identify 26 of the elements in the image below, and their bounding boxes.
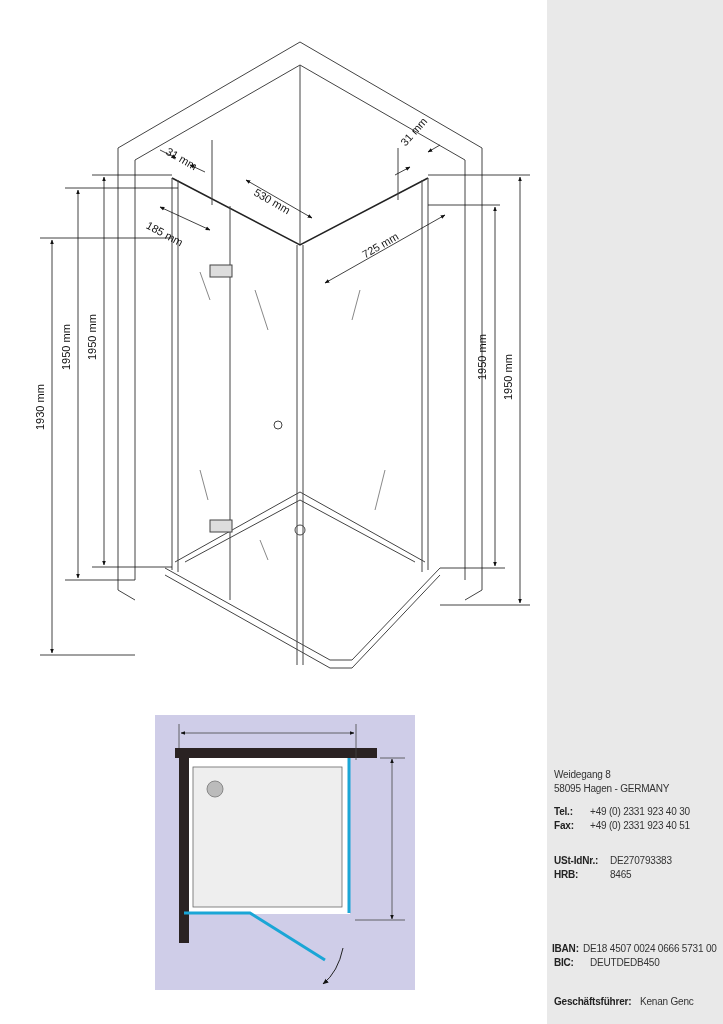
field-label: HRB: (554, 868, 579, 881)
dimension-label: 725 mm (360, 230, 401, 262)
field-label: USt-IdNr.: (554, 854, 599, 867)
dimension-label: 530 mm (251, 186, 293, 218)
dimension-label: 1950 mm (60, 324, 73, 370)
fax-number: +49 (0) 2331 923 40 51 (590, 819, 690, 832)
tax-id-text: DE270793383 (610, 854, 672, 867)
dimension-label: 1950 mm (476, 334, 489, 380)
bic-text: DEUTDEDB450 (590, 956, 660, 969)
address-text: 58095 Hagen - GERMANY (554, 782, 670, 795)
dimension-label: 1950 mm (502, 354, 515, 400)
iban-text: DE18 4507 0024 0666 5731 00 (583, 942, 717, 955)
field-label: Tel.: (554, 805, 573, 818)
field-label: Fax: (554, 819, 574, 832)
phone-number: +49 (0) 2331 923 40 30 (590, 805, 690, 818)
dimension-label: 31 mm (398, 115, 431, 149)
field-label: BIC: (554, 956, 574, 969)
dimension-label: 185 mm (143, 219, 186, 250)
dimension-label: 1930 mm (34, 384, 47, 430)
field-label: IBAN: (552, 942, 579, 955)
dimension-label: 1950 mm (86, 314, 99, 360)
register-number: 8465 (610, 868, 632, 881)
manager-name: Kenan Genc (640, 995, 694, 1008)
dimension-label: 31 mm (163, 145, 200, 174)
address-text: Weidegang 8 (554, 768, 611, 781)
field-label: Geschäftsführer: (554, 995, 632, 1008)
